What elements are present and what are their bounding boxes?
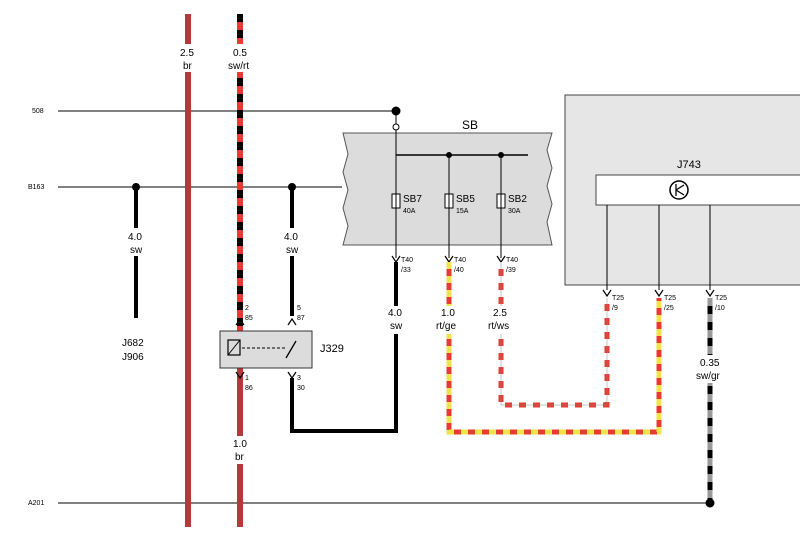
module-pin-10-terminal: T25 bbox=[715, 295, 727, 302]
fuse-box-sb-body bbox=[342, 132, 553, 246]
transistor-icon bbox=[669, 180, 689, 200]
wire-brown-main-color: br bbox=[183, 61, 193, 72]
wire-sb7-out-size: 4.0 bbox=[388, 308, 402, 319]
pin-marker-relay-5 bbox=[287, 317, 297, 326]
wire-left-label-bg bbox=[123, 228, 149, 256]
fuse-sb7-pin: /33 bbox=[401, 267, 411, 274]
fuse-sb7-terminal: T40 bbox=[401, 257, 413, 264]
relay-j329-body bbox=[219, 330, 313, 369]
module-pin-10-pin: /10 bbox=[715, 305, 725, 312]
wire-swrt-main-size: 0.5 bbox=[233, 48, 247, 59]
fuse-sb5 bbox=[444, 155, 454, 258]
fuse-sb7-rating: 40A bbox=[403, 208, 416, 215]
module-pin-25-pin: /25 bbox=[664, 305, 674, 312]
relay-coil-diag bbox=[227, 339, 241, 356]
relay-pin-5-label: 87 bbox=[297, 315, 305, 322]
wire-t25-10-label-bg bbox=[694, 355, 728, 383]
wire-left-sw-color: sw bbox=[130, 245, 143, 256]
fuse-sb2-pin: /39 bbox=[506, 267, 516, 274]
fuse-sb2-name: SB2 bbox=[508, 194, 527, 205]
wire-brown-label-bg bbox=[175, 44, 201, 72]
wire-sb5-out-color: rt/ge bbox=[436, 321, 456, 332]
fuse-sb2-terminal: T40 bbox=[506, 257, 518, 264]
relay-pin-2-num: 2 bbox=[245, 305, 249, 312]
fuse-sb7 bbox=[391, 155, 401, 258]
module-j743-label: J743 bbox=[677, 159, 701, 171]
sb-input-terminal bbox=[392, 123, 400, 131]
wire-sb2-out-size: 2.5 bbox=[493, 308, 507, 319]
module-j743-inner bbox=[595, 174, 800, 206]
wire-sb2-label-bg bbox=[486, 306, 518, 334]
relay-pin-3-label: 30 bbox=[297, 385, 305, 392]
wire-relay-in-label-bg bbox=[279, 228, 305, 256]
wire-relay30-to-sb7 bbox=[290, 268, 398, 433]
rail-b163-label: B163 bbox=[28, 184, 44, 191]
wire-sb7-label-bg bbox=[383, 306, 409, 334]
relay-pin-3-num: 3 bbox=[297, 375, 301, 382]
pin-marker-t25-10 bbox=[705, 289, 715, 298]
relay-pin-2-label: 85 bbox=[245, 315, 253, 322]
wire-sb5-label-bg bbox=[433, 306, 465, 334]
relay-pin-1-num: 1 bbox=[245, 375, 249, 382]
fuse-sb2 bbox=[496, 155, 506, 258]
module-pin-9-pin: /9 bbox=[612, 305, 618, 312]
connector-j682: J682 bbox=[122, 338, 144, 349]
wire-swrt-main-color: sw/rt bbox=[228, 61, 249, 72]
wire-relay-out-color: br bbox=[235, 452, 245, 463]
wire-relay-in-size: 4.0 bbox=[284, 232, 298, 243]
relay-j329-label: J329 bbox=[320, 343, 344, 355]
wire-sb5-rtge-stripe bbox=[446, 262, 662, 435]
rail-a201-label: A201 bbox=[28, 500, 44, 507]
relay-pin-1-label: 86 bbox=[245, 385, 253, 392]
relay-pin-5-num: 5 bbox=[297, 305, 301, 312]
wire-relay-out-size: 1.0 bbox=[233, 439, 247, 450]
fuse-sb5-name: SB5 bbox=[456, 194, 475, 205]
fuse-sb7-name: SB7 bbox=[403, 194, 422, 205]
module-pin-9-terminal: T25 bbox=[612, 295, 624, 302]
pin-marker-relay-2 bbox=[235, 317, 245, 326]
fuse-box-sb-label: SB bbox=[462, 118, 478, 132]
wire-t25-10-color: sw/gr bbox=[696, 371, 721, 382]
fuse-sb5-pin: /40 bbox=[454, 267, 464, 274]
pin-marker-relay-3 bbox=[287, 371, 297, 380]
wire-swrt-label-bg bbox=[226, 44, 256, 72]
wire-sb2-out-color: rt/ws bbox=[488, 321, 509, 332]
pin-marker-t25-9 bbox=[602, 289, 612, 298]
wire-relay-in-color: sw bbox=[286, 245, 299, 256]
wire-sb5-out-size: 1.0 bbox=[441, 308, 455, 319]
junction-a201 bbox=[705, 498, 715, 508]
pin-marker-t25-25 bbox=[654, 289, 664, 298]
pin-marker-relay-1 bbox=[235, 371, 245, 380]
relay-switch-contact bbox=[285, 340, 297, 359]
fuse-sb5-rating: 15A bbox=[456, 208, 469, 215]
wire-t25-10-size: 0.35 bbox=[700, 358, 720, 369]
module-pin-25-terminal: T25 bbox=[664, 295, 676, 302]
wire-left-sw-size: 4.0 bbox=[128, 232, 142, 243]
wire-brown-main-size: 2.5 bbox=[180, 48, 194, 59]
fuse-sb5-terminal: T40 bbox=[454, 257, 466, 264]
relay-coil-icon bbox=[227, 339, 241, 356]
wire-sb7-out-color: sw bbox=[390, 321, 403, 332]
fuse-sb2-rating: 30A bbox=[508, 208, 521, 215]
wire-relay-out-label-bg bbox=[228, 436, 254, 464]
rail-508-label: 508 bbox=[32, 108, 44, 115]
connector-j906: J906 bbox=[122, 352, 144, 363]
